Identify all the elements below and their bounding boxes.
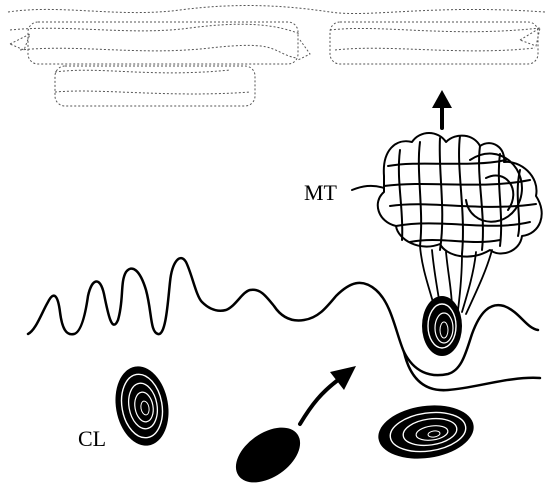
inner-membrane-line xyxy=(404,352,540,390)
mt-pointer xyxy=(352,186,384,190)
pocket-vesicle xyxy=(422,296,462,356)
cl-body xyxy=(109,362,174,450)
label-mt: MT xyxy=(304,180,338,205)
flat-coiled-body xyxy=(375,400,477,465)
diagonal-arrow xyxy=(300,366,356,424)
top-cell-layer xyxy=(8,6,545,106)
up-arrow xyxy=(432,90,452,128)
moving-body xyxy=(226,416,310,489)
label-cl: CL xyxy=(78,426,106,451)
mt-mesh-cluster xyxy=(378,133,542,257)
